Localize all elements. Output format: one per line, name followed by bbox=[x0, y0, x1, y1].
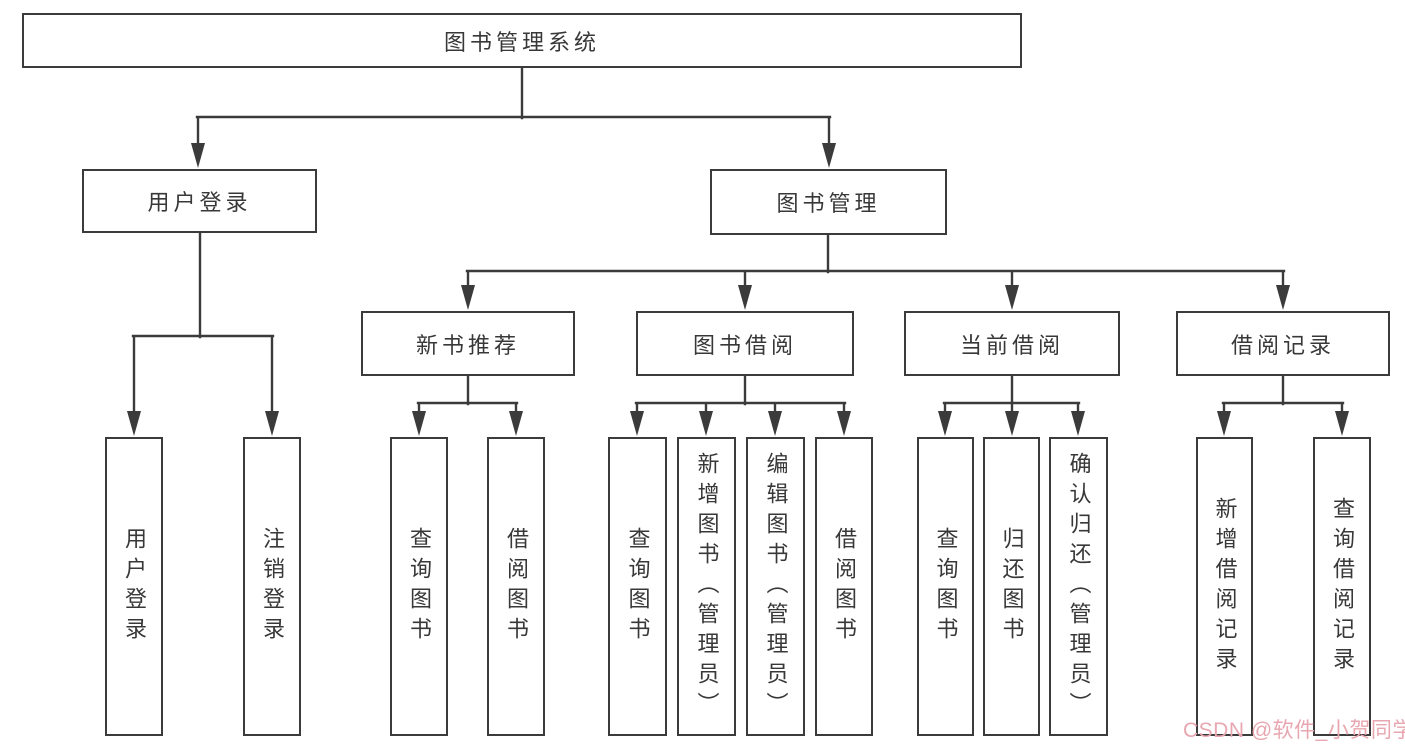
leaf-borrow-edit-books-admin: 编辑图书（管理员） bbox=[746, 437, 805, 736]
csdn-watermark: CSDN @软件_小贺同学 bbox=[1183, 719, 1405, 742]
connector-user-login-branch bbox=[131, 231, 275, 415]
arrowheads bbox=[127, 143, 1349, 436]
leaf-label: 确认归还（管理员） bbox=[1066, 451, 1092, 722]
leaf-current-confirm-return-admin: 确认归还（管理员） bbox=[1049, 437, 1108, 736]
leaf-logout: 注销登录 bbox=[243, 437, 301, 736]
leaf-label: 用户登录 bbox=[122, 526, 147, 647]
leaf-label: 新增借阅记录 bbox=[1212, 496, 1238, 677]
leaf-user-login: 用户登录 bbox=[105, 437, 163, 736]
leaf-record-query-borrow-record: 查询借阅记录 bbox=[1313, 437, 1371, 736]
leaf-borrow-query-books: 查询图书 bbox=[608, 437, 667, 736]
connector-borrow-record-branch bbox=[1221, 374, 1345, 415]
leaf-current-query-books: 查询图书 bbox=[917, 437, 974, 736]
node-current-borrow: 当前借阅 bbox=[904, 311, 1120, 376]
leaf-borrow-add-books-admin: 新增图书（管理员） bbox=[677, 437, 736, 736]
connector-new-book-branch bbox=[416, 374, 519, 415]
node-library-management-system: 图书管理系统 bbox=[22, 13, 1022, 68]
node-book-borrow: 图书借阅 bbox=[636, 311, 854, 376]
leaf-label: 查询借阅记录 bbox=[1330, 496, 1355, 677]
leaf-label: 编辑图书（管理员） bbox=[763, 451, 789, 722]
connector-book-borrow-branch bbox=[634, 374, 847, 415]
node-borrow-record: 借阅记录 bbox=[1176, 311, 1390, 376]
leaf-label: 归还图书 bbox=[999, 526, 1025, 647]
node-user-login: 用户登录 bbox=[82, 169, 317, 233]
node-book-management: 图书管理 bbox=[710, 169, 947, 235]
connector-book-mgmt-branch bbox=[465, 233, 1286, 290]
leaf-label: 查询图书 bbox=[407, 526, 432, 647]
leaf-newbook-borrow-books: 借阅图书 bbox=[487, 437, 545, 736]
connector-root-to-level2 bbox=[195, 66, 832, 148]
node-new-book-recommend: 新书推荐 bbox=[361, 311, 575, 376]
leaf-borrow-borrow-books: 借阅图书 bbox=[815, 437, 873, 736]
leaf-current-return-books: 归还图书 bbox=[983, 437, 1040, 736]
leaf-newbook-query-books: 查询图书 bbox=[390, 437, 448, 736]
connector-current-borrow-branch bbox=[942, 374, 1081, 415]
leaf-label: 查询图书 bbox=[625, 526, 651, 647]
leaf-label: 新增图书（管理员） bbox=[694, 451, 720, 722]
leaf-label: 注销登录 bbox=[260, 526, 285, 647]
leaf-label: 借阅图书 bbox=[832, 526, 857, 647]
leaf-label: 借阅图书 bbox=[504, 526, 529, 647]
leaf-label: 查询图书 bbox=[933, 526, 959, 647]
leaf-record-add-borrow-record: 新增借阅记录 bbox=[1196, 437, 1253, 736]
